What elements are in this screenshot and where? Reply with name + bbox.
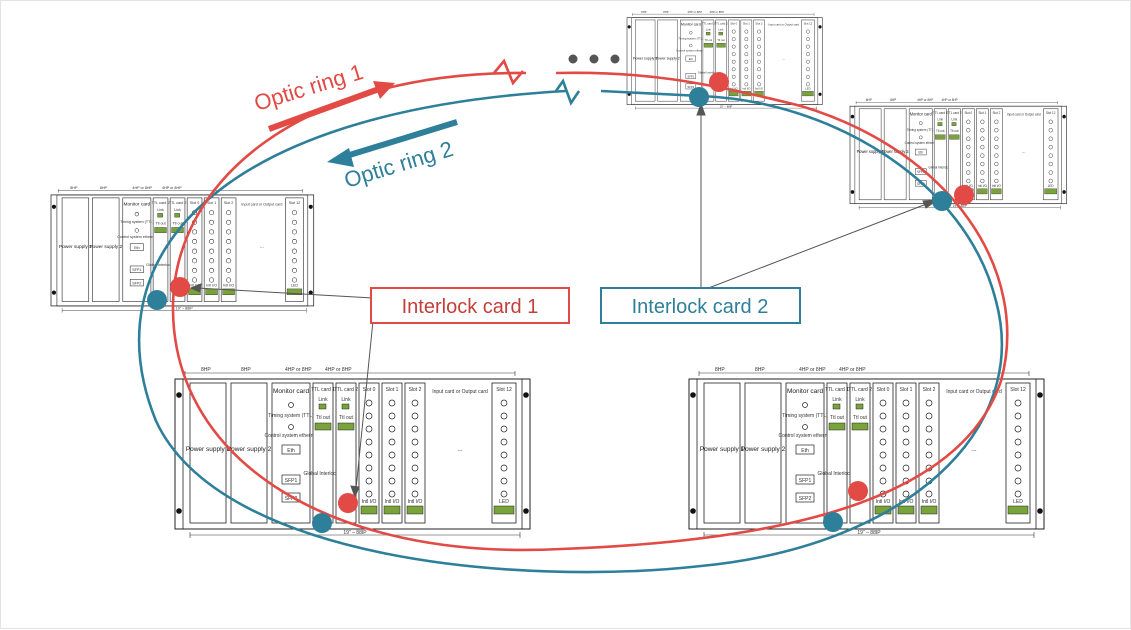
leader-lines (189, 102, 939, 499)
ring-1-node-bottom-left (338, 493, 358, 513)
optic-ring-1-path (171, 71, 1009, 552)
rack-bottom-left (174, 366, 531, 539)
ring-2-node-right (932, 191, 952, 211)
interlock-card-2-box: Interlock card 2 (600, 287, 801, 324)
ring-2-node-bottom-right (823, 512, 843, 532)
ellipsis-dot (568, 54, 578, 64)
optic-ring-2-label: Optic ring 2 (341, 136, 456, 193)
svg-text:Interlock card 2: Interlock card 2 (632, 296, 769, 318)
ring-2-break (554, 78, 581, 106)
ellipsis-dot (589, 54, 599, 64)
optic-ring-1-arrow (267, 81, 395, 132)
ring-1-node-top (709, 72, 729, 92)
optic-ring-2-arrow (327, 119, 458, 167)
ring-2-node-bottom-left (312, 513, 332, 533)
ring-1-node-left (170, 277, 190, 297)
ring-2-node-left (147, 290, 167, 310)
ring-2-node-top (689, 87, 709, 107)
ring-1-node-right (954, 185, 974, 205)
svg-text:Interlock card 1: Interlock card 1 (402, 296, 539, 318)
ellipsis-dot (610, 54, 620, 64)
rack-bottom-right (688, 366, 1045, 539)
ring-1-break (493, 58, 524, 86)
interlock-card-1-box: Interlock card 1 (370, 287, 570, 324)
ring-1-node-bottom-right (848, 481, 868, 501)
optic-ring-2-path (137, 89, 1004, 574)
ring-nodes (147, 72, 974, 533)
optic-ring-1-label: Optic ring 1 (251, 59, 366, 116)
